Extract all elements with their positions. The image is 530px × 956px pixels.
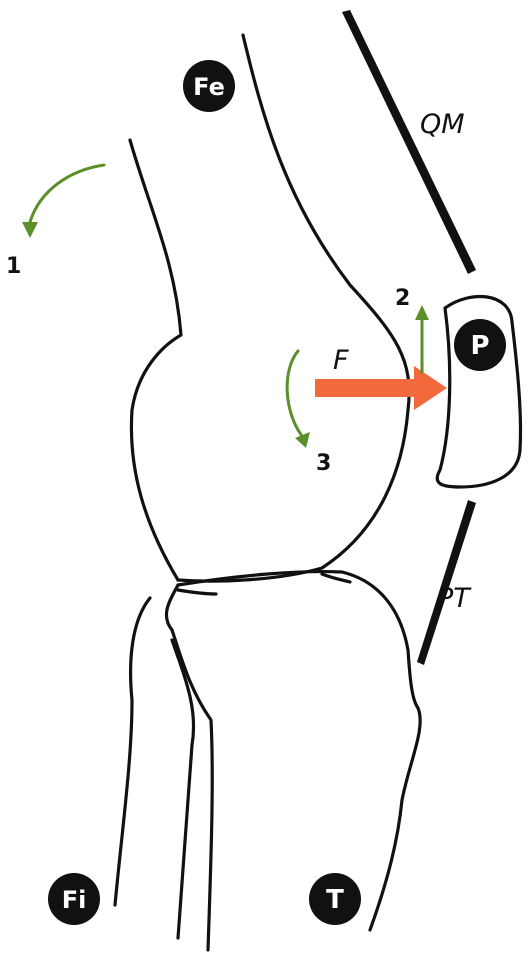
fibula <box>115 598 194 938</box>
translation-arrow-2 <box>415 305 429 372</box>
fibula-outline <box>115 598 150 905</box>
femur-anterior-outline <box>178 35 409 581</box>
badge-femur: Fe <box>183 60 235 112</box>
label-translation-2: 2 <box>395 286 410 311</box>
label-rotation-1: 1 <box>6 254 21 279</box>
badge-patella: P <box>454 319 506 371</box>
femur-posterior-outline <box>130 140 181 580</box>
femur <box>130 35 409 581</box>
quadriceps-tendon <box>342 10 476 274</box>
svg-text:T: T <box>326 885 344 915</box>
label-rotation-3: 3 <box>316 451 331 476</box>
rotation-arrow-3 <box>287 351 310 448</box>
label-force: F <box>333 345 349 376</box>
svg-text:P: P <box>470 331 489 361</box>
tibia-plateau-left <box>178 590 216 594</box>
svg-text:Fi: Fi <box>62 886 87 914</box>
badge-fibula: Fi <box>48 873 100 925</box>
tibia <box>166 572 420 950</box>
tibia-plateau-right <box>322 574 350 582</box>
badge-tibia: T <box>309 873 361 925</box>
svg-text:Fe: Fe <box>193 73 225 101</box>
force-arrow-shaft <box>315 379 420 397</box>
force-arrow-head <box>414 366 447 410</box>
label-quadriceps-muscle: QM <box>420 109 465 140</box>
rotation-arrow-1 <box>22 165 104 238</box>
label-patellar-tendon: PT <box>437 583 472 614</box>
tibia-anterior-outline <box>178 572 420 930</box>
